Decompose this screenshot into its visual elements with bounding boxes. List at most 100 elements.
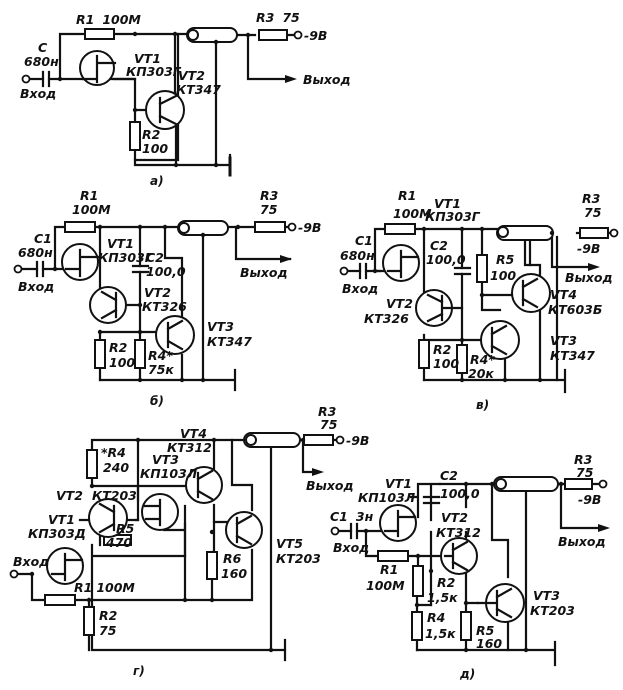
svg-text:R4*: R4* — [470, 352, 495, 367]
transistor-vt2 — [145, 90, 185, 130]
svg-text:КТ326: КТ326 — [142, 299, 187, 314]
capacitor-c — [41, 70, 51, 88]
svg-text:1,5к: 1,5к — [427, 590, 458, 605]
resistor-r4 — [86, 449, 98, 479]
svg-text:R2: R2 — [99, 608, 117, 623]
svg-text:-9В: -9В — [578, 492, 601, 507]
resistor-r5 — [460, 611, 472, 641]
svg-text:160: 160 — [476, 636, 502, 651]
svg-text:VT4: VT4 — [550, 287, 577, 302]
svg-text:VT5: VT5 — [276, 536, 303, 551]
svg-text:КТ347: КТ347 — [176, 82, 221, 97]
svg-text:R2: R2 — [433, 342, 451, 357]
input-terminal — [9, 569, 19, 579]
output-arrow-icon — [588, 263, 600, 271]
output-arrow-icon — [312, 468, 324, 476]
svg-text:КП303Г: КП303Г — [425, 209, 481, 224]
resistor-r2 — [94, 339, 106, 369]
svg-text:C: C — [38, 40, 48, 55]
svg-text:100: 100 — [142, 141, 168, 156]
svg-text:100М: 100М — [366, 578, 405, 593]
output-arrow-icon — [280, 255, 292, 263]
resistor-r1 — [84, 28, 115, 40]
transistor-vt2 — [89, 286, 127, 324]
caption-b: б) — [150, 394, 164, 408]
supply-terminal — [293, 30, 303, 40]
svg-text:КТ603Б: КТ603Б — [548, 302, 602, 317]
svg-text:R6: R6 — [223, 551, 242, 566]
svg-text:*R4: *R4 — [101, 445, 126, 460]
svg-text:VT1: VT1 — [48, 512, 75, 527]
caption-g: г) — [133, 664, 145, 678]
svg-text:100,0: 100,0 — [426, 252, 466, 267]
svg-text:VT3: VT3 — [550, 333, 577, 348]
svg-text:C1: C1 — [355, 233, 373, 248]
svg-text:R1: R1 — [380, 562, 398, 577]
resistor-r4 — [411, 611, 423, 641]
input-terminal — [21, 74, 31, 84]
coax-cable — [243, 432, 301, 448]
transistor-vt4 — [185, 466, 223, 504]
svg-text:VT3: VT3 — [533, 588, 560, 603]
svg-text:R2: R2 — [142, 127, 160, 142]
svg-text:100,0: 100,0 — [440, 486, 480, 501]
supply-terminal — [287, 222, 297, 232]
svg-text:КП103Л: КП103Л — [358, 490, 416, 505]
svg-text:VT2: VT2 — [386, 296, 413, 311]
svg-text:VT3: VT3 — [152, 452, 179, 467]
capacitor-c1 — [358, 262, 368, 280]
svg-text:Вход: Вход — [20, 86, 56, 101]
svg-text:1,5к: 1,5к — [425, 626, 456, 641]
capacitor-c2 — [131, 264, 150, 274]
svg-text:-9В: -9В — [298, 220, 321, 235]
svg-text:100: 100 — [433, 356, 459, 371]
svg-text:100,0: 100,0 — [146, 264, 186, 279]
svg-text:20к: 20к — [468, 366, 494, 381]
svg-text:VT1: VT1 — [107, 236, 134, 251]
svg-text:Вход: Вход — [333, 540, 369, 555]
svg-text:VT4: VT4 — [180, 426, 207, 441]
transistor-vt2 — [440, 537, 478, 575]
svg-text:КТ312: КТ312 — [167, 440, 212, 455]
svg-text:100: 100 — [109, 355, 135, 370]
svg-text:-9В: -9В — [304, 28, 327, 43]
svg-text:Выход: Выход — [558, 534, 606, 549]
svg-text:КП103Л: КП103Л — [140, 466, 198, 481]
svg-text:КП303Г: КП303Г — [126, 64, 182, 79]
svg-text:R3: R3 — [574, 452, 592, 467]
resistor-r3 — [258, 29, 288, 41]
svg-text:КТ347: КТ347 — [207, 334, 252, 349]
input-terminal — [13, 264, 23, 274]
svg-text:680н: 680н — [24, 54, 59, 69]
svg-text:R2: R2 — [109, 340, 127, 355]
svg-text:Вход: Вход — [342, 281, 378, 296]
svg-text:R2: R2 — [437, 575, 455, 590]
resistor-r1 — [377, 550, 409, 562]
svg-text:VT2: VT2 — [441, 510, 468, 525]
resistor-r2 — [129, 121, 141, 151]
caption-d: д) — [459, 667, 475, 681]
input-terminal — [339, 266, 349, 276]
svg-text:240: 240 — [103, 460, 129, 475]
output-arrow-icon — [598, 524, 610, 532]
svg-text:160: 160 — [221, 566, 247, 581]
svg-text:КТ203: КТ203 — [92, 488, 137, 503]
svg-text:680н: 680н — [340, 248, 375, 263]
caption-a: а) — [150, 174, 164, 188]
svg-text:100М: 100М — [393, 206, 432, 221]
resistor-r3 — [564, 478, 593, 490]
svg-text:КТ203: КТ203 — [530, 603, 575, 618]
supply-terminal — [335, 435, 345, 445]
resistor-r1 — [44, 594, 76, 606]
supply-terminal — [609, 228, 619, 238]
svg-text:R1: R1 — [80, 188, 98, 203]
svg-text:Выход: Выход — [240, 265, 288, 280]
svg-text:R1: R1 — [398, 188, 416, 203]
capacitor-c1 — [35, 260, 45, 278]
svg-text:-9В: -9В — [346, 433, 369, 448]
resistor-r2 — [83, 606, 95, 636]
